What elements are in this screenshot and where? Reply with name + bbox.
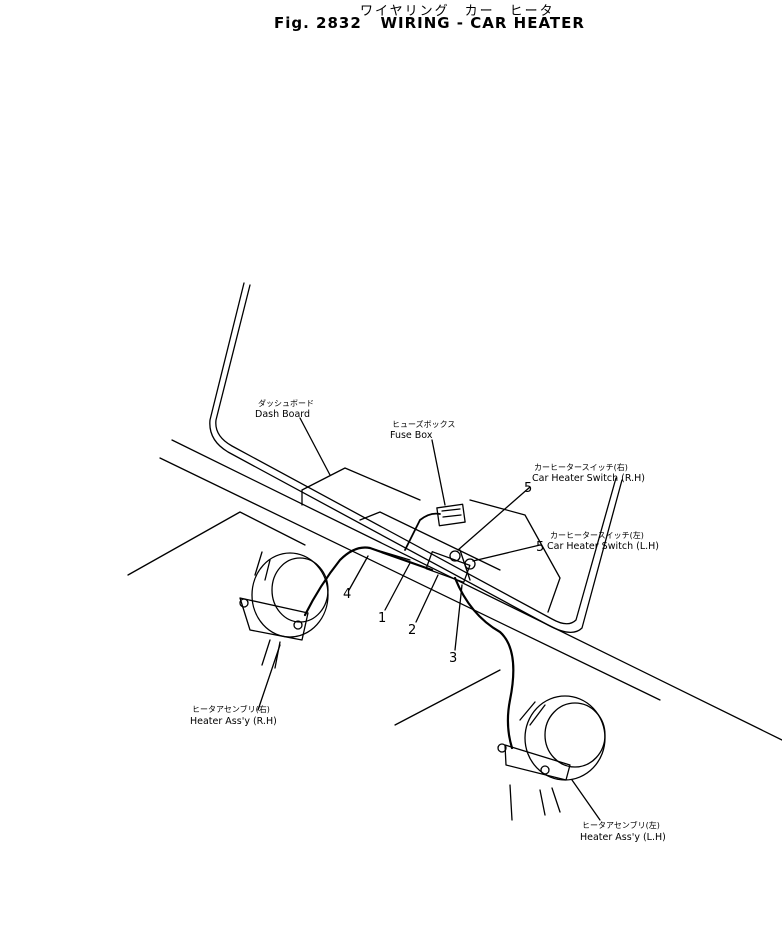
floor-line-left (127, 511, 306, 576)
wire-1 (369, 547, 411, 561)
heater-rh-label: Heater Ass'y (R.H) (190, 716, 277, 727)
heater-rh-label-jp: ヒータアセンブリ(右) (192, 704, 270, 714)
leader-heater-lh (571, 779, 601, 821)
leader-dash-board (299, 417, 331, 476)
callout-2: 2 (408, 623, 416, 638)
figure-title-japanese: ワイヤリング カー ヒータ (360, 4, 555, 19)
leader-1 (384, 562, 411, 611)
cab-frame (209, 282, 623, 633)
heater-lh-label-jp: ヒータアセンブリ(左) (582, 820, 660, 830)
leader-switch-rh (457, 486, 531, 551)
floor-line-right (394, 669, 501, 726)
leader-2 (415, 574, 439, 623)
leader-switch-lh (472, 544, 541, 562)
switch-lh (464, 558, 476, 570)
switch-block (425, 551, 471, 583)
wire-4 (303, 546, 434, 617)
wire-fuse (404, 512, 441, 551)
leader-4 (348, 555, 369, 591)
dash-board-label: Dash Board (255, 409, 310, 420)
leader-fuse-box (431, 439, 446, 506)
floor-line-lower (509, 784, 513, 821)
callout-5-lh: 5 (536, 540, 544, 555)
wire-3 (453, 576, 515, 750)
callout-1: 1 (378, 611, 386, 626)
switch-lh-label-jp: カーヒータースイッチ(左) (550, 530, 644, 540)
dash-board-edge-2 (159, 457, 661, 701)
callout-4: 4 (343, 587, 351, 602)
dash-panel (301, 467, 561, 613)
switch-rh (449, 550, 461, 562)
dash-board-label-jp: ダッシュボード (258, 398, 314, 408)
switch-rh-label: Car Heater Switch (R.H) (532, 473, 645, 484)
switch-rh-label-jp: カーヒータースイッチ(右) (534, 462, 628, 472)
callout-3: 3 (449, 651, 457, 666)
fuse-box-label-jp: ヒューズボックス (392, 419, 455, 429)
callout-5-rh: 5 (524, 481, 532, 496)
fuse-box-label: Fuse Box (390, 430, 433, 441)
leader-heater-rh (257, 644, 281, 711)
dash-board-top-edge (171, 439, 782, 741)
fuse-box (436, 503, 466, 527)
figure-title: Fig. 2832 WIRING - CAR HEATER (274, 14, 585, 32)
heater-lh-label: Heater Ass'y (L.H) (580, 832, 666, 843)
cab-frame-inner (215, 284, 617, 625)
leader-3 (454, 584, 463, 651)
switch-lh-label: Car Heater Switch (L.H) (547, 541, 659, 552)
